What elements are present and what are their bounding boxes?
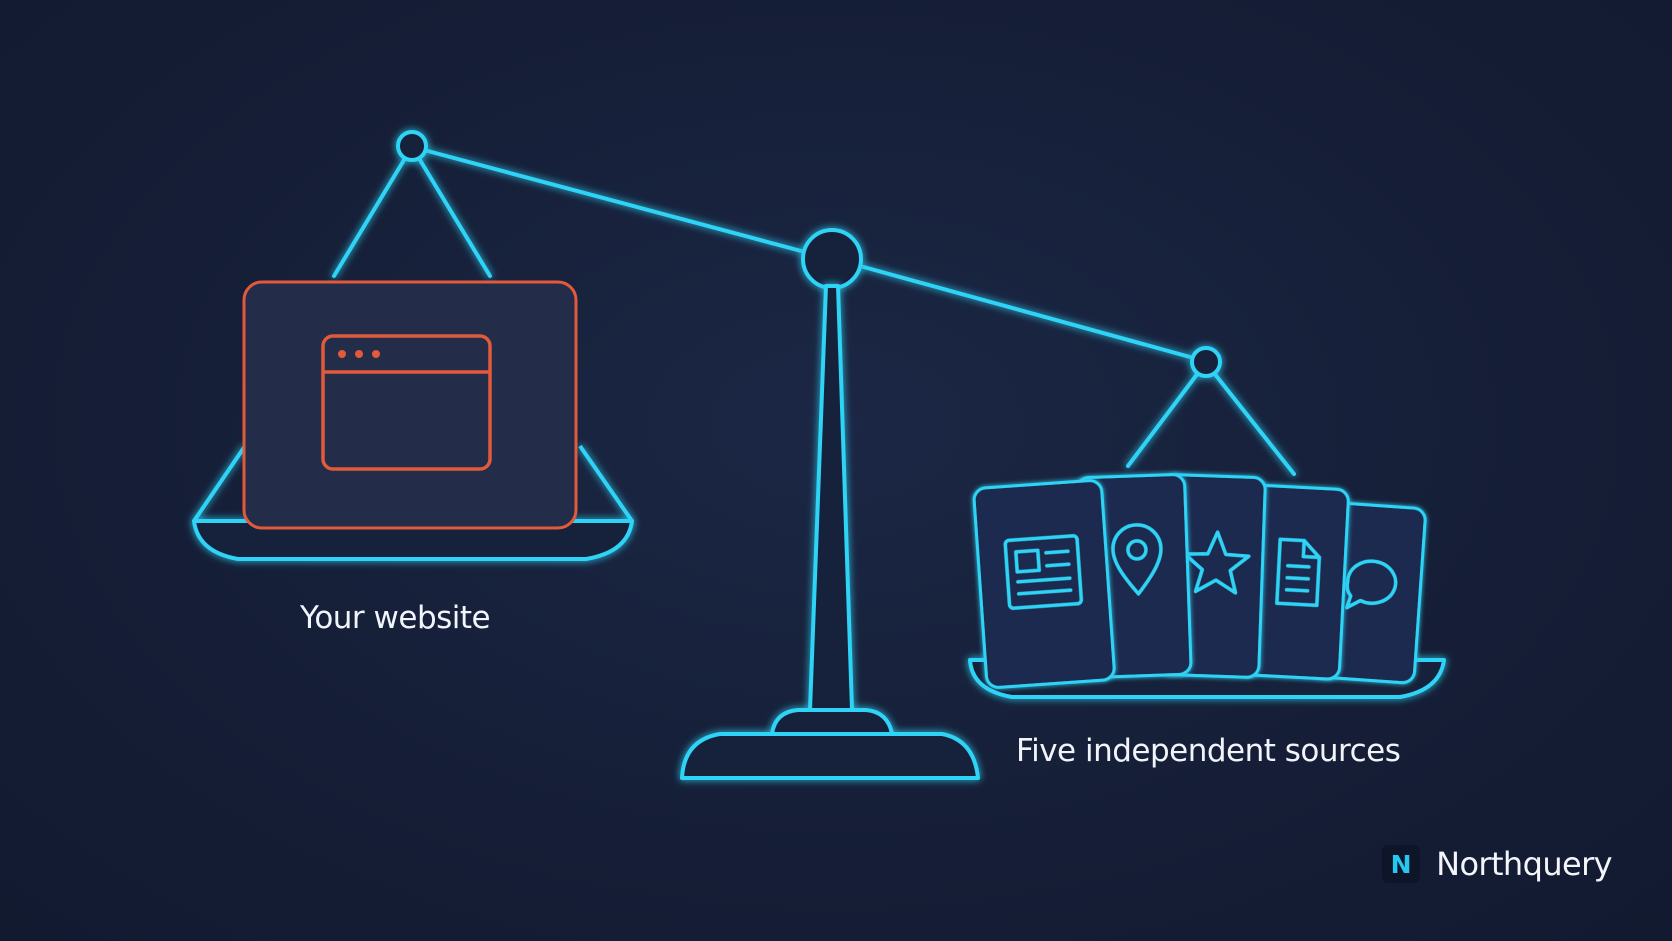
- newspaper-icon: [1003, 534, 1084, 610]
- right-hanger: [1126, 346, 1296, 476]
- scale-stand: [680, 284, 980, 780]
- scale-pivot: [801, 228, 863, 290]
- star-icon: [1183, 530, 1251, 595]
- right-pan-label: Five independent sources: [1016, 733, 1401, 769]
- brand-name: Northquery: [1436, 845, 1612, 883]
- brand-mark-icon: N: [1382, 845, 1421, 883]
- scale-beam: [422, 148, 1192, 359]
- chat-bubble-icon: [1345, 559, 1398, 610]
- browser-window-icon: [321, 334, 492, 471]
- location-pin-icon: [1111, 523, 1163, 596]
- document-icon: [1275, 537, 1322, 608]
- source-card-news: [972, 479, 1116, 689]
- left-pan: [192, 444, 634, 561]
- left-hanger: [332, 130, 492, 278]
- brand-logo: N Northquery: [1382, 845, 1613, 883]
- left-pan-label: Your website: [300, 600, 491, 636]
- website-card: [242, 280, 578, 530]
